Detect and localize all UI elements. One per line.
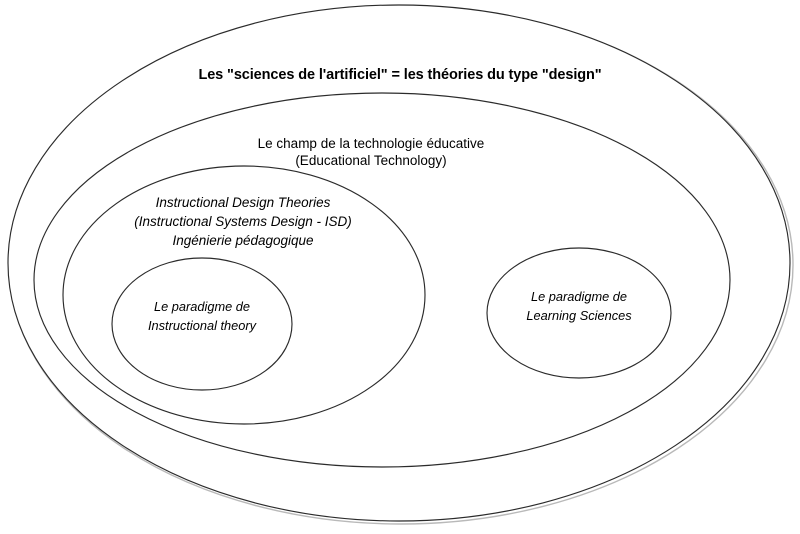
ellipse-paradigme-learning-sciences[interactable] bbox=[486, 247, 672, 379]
label-paradigme-learning-line2: Learning Sciences bbox=[526, 308, 632, 323]
ellipse-instructional-design-theories[interactable] bbox=[62, 165, 426, 425]
ellipse-paradigme-instructional-theory[interactable] bbox=[111, 257, 293, 391]
label-isd-line1: Instructional Design Theories bbox=[156, 195, 331, 210]
label-technologie-educative-line1: Le champ de la technologie éducative bbox=[258, 136, 485, 151]
label-isd-line3: Ingénierie pédagogique bbox=[172, 233, 313, 248]
label-paradigme-learning-line1: Le paradigme de bbox=[531, 289, 627, 304]
label-isd-line2: (Instructional Systems Design - ISD) bbox=[134, 214, 352, 229]
label-paradigme-instructional-line2: Instructional theory bbox=[148, 318, 258, 333]
label-technologie-educative-line2: (Educational Technology) bbox=[295, 153, 446, 168]
label-paradigme-instructional-line1: Le paradigme de bbox=[154, 299, 250, 314]
label-sciences-artificiel: Les "sciences de l'artificiel" = les thé… bbox=[198, 67, 601, 83]
